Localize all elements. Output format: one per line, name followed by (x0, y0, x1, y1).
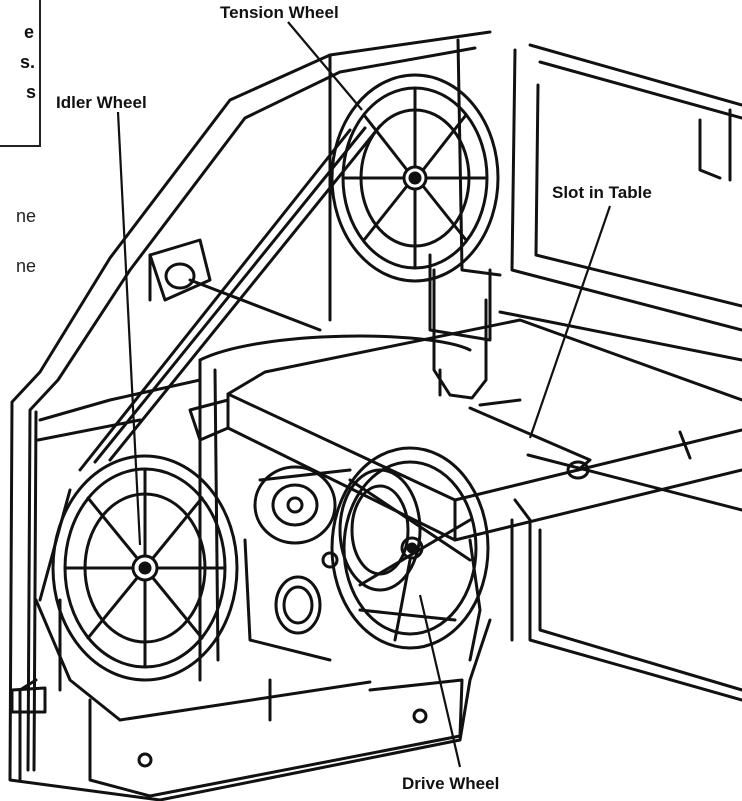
saw-table (188, 310, 742, 542)
motor-assembly (243, 465, 352, 662)
drive-wheel-leader (418, 594, 462, 768)
idler-wheel (51, 454, 239, 692)
cropped-note-box (0, 0, 41, 147)
slot-in-table-leader (528, 205, 612, 439)
cropped-note-text-1: e (24, 22, 35, 42)
cropped-note-text-3: s (26, 82, 37, 102)
label-slot-in-table: Slot in Table (552, 183, 652, 202)
tension-wheel-leader (287, 21, 363, 111)
label-drive-wheel: Drive Wheel (402, 774, 500, 793)
drive-wheel (330, 446, 490, 650)
label-tension-wheel: Tension Wheel (220, 3, 339, 22)
tension-wheel (330, 73, 500, 283)
belt (38, 124, 382, 602)
cropped-note-text-2: s. (20, 52, 36, 72)
base (10, 678, 464, 798)
right-door (510, 43, 742, 702)
idler-wheel-leader (116, 111, 142, 546)
label-idler-wheel: Idler Wheel (56, 93, 147, 112)
cropped-body-text-1: ne (16, 206, 37, 226)
cropped-body-text-2: ne (16, 256, 37, 276)
